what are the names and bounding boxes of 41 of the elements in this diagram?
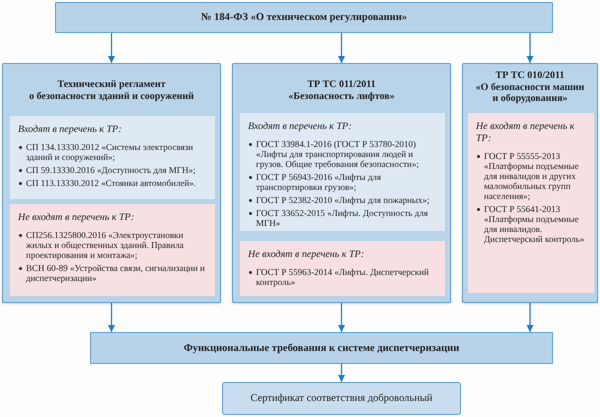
list-heading: Входят в перечень к ТР: <box>248 121 352 133</box>
list-item: СП 134.13330.2012 «Системы электросвязи зданий и сооружений»; <box>26 142 194 162</box>
arrow <box>338 33 345 63</box>
box-label: Сертификат соответствия добровольный <box>250 392 432 405</box>
panel-title: ТР ТС 010/2011 «О безопасности машин и оборудования» <box>476 70 584 104</box>
list-heading: Не входят в перечень к ТР: <box>476 121 576 145</box>
list-item: ГОСТ 33652-2015 «Лифты. Доступность для МГН» <box>256 208 429 228</box>
excluded-list-box <box>240 241 445 296</box>
arrow <box>338 364 345 382</box>
list-heading: Не входят в перечень к ТР: <box>248 249 364 261</box>
list-item: СП 59.13330.2016 «Доступность для МГН»; <box>26 165 196 175</box>
regulation-panel <box>2 63 221 303</box>
header-box <box>55 2 553 33</box>
list-item: СП 113.13330.2012 «Стоянки автомобилей». <box>26 178 196 188</box>
arrow <box>108 303 115 332</box>
list-item: ГОСТ 33984.1-2016 (ГОСТ Р 53780-2010) «Лифты для транспортирования людей и грузов. Общие требования безопасности»; <box>256 139 420 169</box>
regulation-panel <box>232 63 451 303</box>
list-item: ГОСТ Р 55555-2013 «Платформы подъемные для инвалидов и других маломобильных групп населения»; <box>484 151 580 201</box>
included-list-box <box>240 113 445 231</box>
list-item: ВСН 60-89 «Устройства связи, сигнализации и диспетчеризации» <box>26 263 206 283</box>
arrow <box>338 303 345 332</box>
excluded-list-box <box>10 204 215 296</box>
panel-title: Технический регламент о безопасности зданий и сооружений <box>29 79 194 102</box>
box-label: № 184-ФЗ «О техническом регулировании» <box>200 11 408 24</box>
list-item: ГОСТ Р 55963-2014 «Лифты. Диспетчерский контроль» <box>256 267 430 287</box>
list-item: ГОСТ Р 55641-2013 «Платформы подъемные для инвалидов. Диспетчерский контроль» <box>484 204 586 244</box>
included-list-box <box>10 116 215 199</box>
excluded-list-box <box>468 113 594 293</box>
list-heading: Не входят в перечень к ТР: <box>18 212 134 224</box>
result-box <box>222 382 461 415</box>
panel-title: ТР ТС 011/2011 «Безопасность лифтов» <box>288 79 395 102</box>
arrow <box>526 303 534 332</box>
arrow <box>108 33 115 63</box>
list-heading: Входят в перечень к ТР: <box>18 124 122 136</box>
list-item: ГОСТ Р 52382-2010 «Лифты для пожарных»; <box>256 195 430 205</box>
arrow <box>526 33 534 63</box>
list-item: ГОСТ Р 56943-2016 «Лифты для транспортировки грузов»; <box>256 172 382 192</box>
process-box <box>90 332 553 364</box>
regulation-panel <box>462 63 598 303</box>
list-item: СП256.1325800.2016 «Электроустановки жилых и общественных зданий. Правила проектирования и монтажа»; <box>26 230 185 260</box>
box-label: Функциональные требования к системе диспетчеризации <box>184 342 460 354</box>
